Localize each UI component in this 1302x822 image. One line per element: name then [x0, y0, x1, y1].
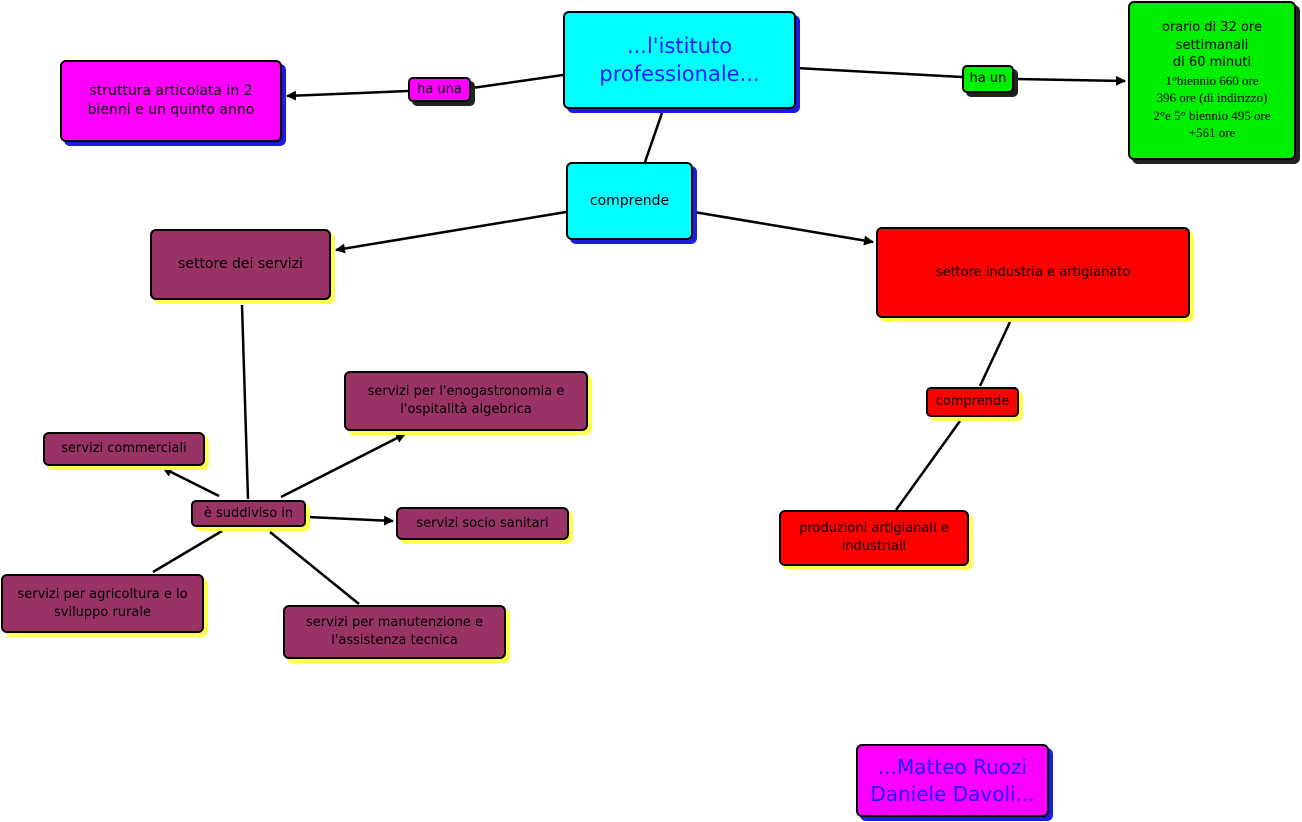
orario-line-7: +561 ore	[1188, 125, 1236, 141]
edge-comprende-produzioni	[894, 420, 962, 511]
settore-industria-label: settore industria e artigianato	[935, 264, 1131, 280]
edge-ha-un-orario	[1015, 75, 1126, 86]
comprende-main-label: comprende	[589, 192, 670, 209]
edge-suddiviso-socio	[307, 515, 394, 526]
ha-una-link[interactable]: ha una	[408, 77, 471, 102]
settore-servizi-label: settore dei servizi	[178, 256, 303, 273]
servizi-socio-label: servizi socio sanitari	[416, 515, 549, 531]
edge-servizi-suddiviso	[240, 304, 250, 500]
orario-line-6: 2°e 5° biennio 495 ore	[1153, 107, 1271, 123]
ha-una-label: ha una	[417, 81, 462, 97]
suddiviso-link[interactable]: è suddiviso in	[191, 500, 306, 527]
authors-line-2: Daniele Davoli...	[870, 781, 1035, 806]
suddiviso-label: è suddiviso in	[203, 505, 294, 521]
root-label: ...l'istituto professionale...	[599, 33, 760, 86]
edge-suddiviso-commerciali	[162, 466, 220, 498]
servizi-socio-node[interactable]: servizi socio sanitari	[396, 507, 569, 540]
authors-line-1: ...Matteo Ruozi	[877, 754, 1028, 779]
servizi-enogastronomia-label: servizi per l'enogastronomia e l'ospital…	[367, 384, 565, 417]
ha-un-link[interactable]: ha un	[962, 65, 1014, 93]
edge-ha-una-struttura	[286, 89, 409, 101]
comprende-industria-label: comprende	[935, 394, 1010, 410]
comprende-industria-link[interactable]: comprende	[926, 387, 1019, 417]
orario-line-5: 396 ore (di indirizzo)	[1156, 90, 1268, 106]
orario-node[interactable]: orario di 32 ore settimanali di 60 minut…	[1128, 1, 1296, 160]
produzioni-label: produzioni artigianali e industriali	[799, 521, 949, 554]
orario-line-1: orario di 32 ore	[1162, 20, 1262, 36]
settore-servizi-node[interactable]: settore dei servizi	[150, 229, 331, 300]
ha-un-label: ha un	[969, 71, 1007, 87]
servizi-agricoltura-label: servizi per agricoltura e lo sviluppo ru…	[17, 586, 188, 620]
struttura-label: struttura articolata in 2 bienni e un qu…	[87, 83, 255, 118]
edge-root-ha-una	[471, 73, 564, 90]
authors-node[interactable]: ...Matteo Ruozi Daniele Davoli...	[856, 744, 1049, 817]
servizi-commerciali-node[interactable]: servizi commerciali	[43, 432, 205, 466]
settore-industria-node[interactable]: settore industria e artigianato	[876, 227, 1190, 318]
edge-root-comprende	[643, 112, 664, 163]
root-node[interactable]: ...l'istituto professionale...	[563, 11, 796, 109]
orario-line-2: settimanali	[1175, 37, 1249, 53]
produzioni-node[interactable]: produzioni artigianali e industriali	[779, 510, 969, 566]
edge-root-ha-un	[795, 66, 963, 79]
struttura-node[interactable]: struttura articolata in 2 bienni e un qu…	[60, 60, 282, 142]
servizi-manutenzione-label: servizi per manutenzione e l'assistenza …	[306, 615, 483, 648]
edge-industria-comprende	[978, 321, 1012, 387]
servizi-commerciali-label: servizi commerciali	[61, 441, 187, 457]
servizi-manutenzione-node[interactable]: servizi per manutenzione e l'assistenza …	[283, 605, 506, 659]
orario-line-4: 1°biennio 660 ore	[1165, 72, 1259, 88]
edge-comprende-industria	[693, 210, 874, 246]
edge-comprende-servizi	[335, 210, 567, 254]
edge-suddiviso-enogastronomia	[280, 432, 406, 499]
servizi-enogastronomia-node[interactable]: servizi per l'enogastronomia e l'ospital…	[344, 371, 588, 431]
edge-suddiviso-manutenzione	[269, 531, 360, 605]
orario-line-3: di 60 minuti	[1172, 55, 1252, 71]
edge-suddiviso-agricoltura	[152, 529, 223, 574]
comprende-main-node[interactable]: comprende	[566, 162, 693, 240]
servizi-agricoltura-node[interactable]: servizi per agricoltura e lo sviluppo ru…	[1, 574, 204, 633]
